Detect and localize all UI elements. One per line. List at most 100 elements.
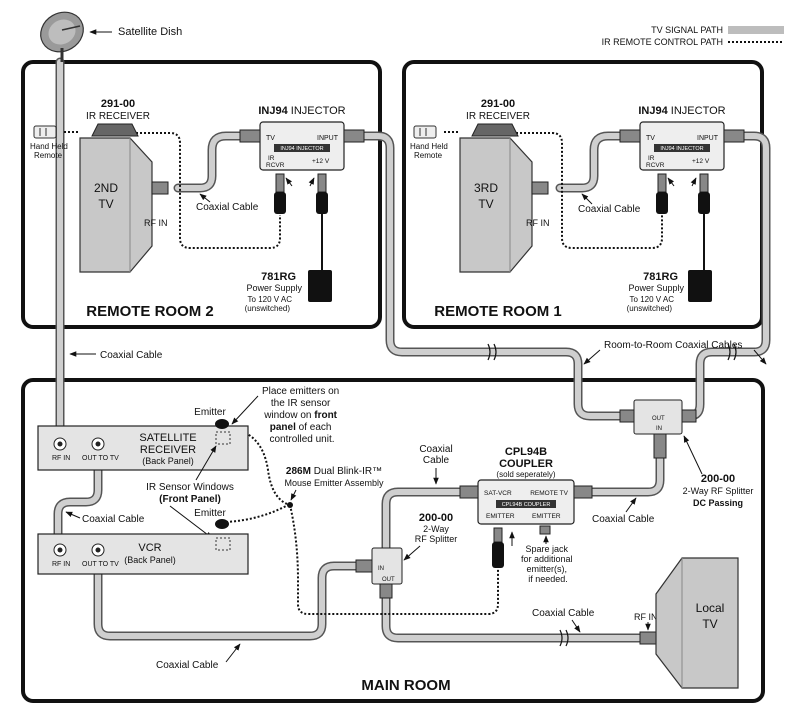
splitter-line2: RF Splitter bbox=[415, 534, 458, 544]
vcr-out-to-tv-label: OUT TO TV bbox=[82, 561, 119, 568]
spare-jack-note: Spare jack for additional emitter(s), if… bbox=[521, 544, 575, 584]
sat-receiver-line3: (Back Panel) bbox=[142, 456, 194, 466]
coax-bottom-right-label: Coaxial Cable bbox=[532, 608, 595, 619]
cable-break-marks bbox=[487, 343, 737, 647]
rr1-psu-note1: To 120 V AC bbox=[630, 295, 675, 304]
ir-path-emitter-bottom bbox=[225, 504, 289, 523]
rr1-injector-input: INPUT bbox=[697, 135, 719, 142]
room-to-room-label: Room-to-Room Coaxial Cables bbox=[604, 340, 742, 351]
ir-path-mouse-to-coupler bbox=[289, 504, 499, 615]
emitter-top-label: Emitter bbox=[194, 407, 226, 418]
right-splitter-in-label: IN bbox=[656, 426, 662, 432]
coupler-name: COUPLER bbox=[499, 458, 553, 470]
right-splitter-out-label: OUT bbox=[652, 416, 665, 422]
local-tv-rf-in-label: RF IN bbox=[634, 612, 658, 622]
rr1-injector-name: INJECTOR bbox=[671, 105, 726, 117]
sat-rf-in-label: RF IN bbox=[52, 455, 70, 462]
coupler-emitter1: EMITTER bbox=[486, 513, 515, 520]
sat-receiver-line1: SATELLITE bbox=[139, 432, 196, 444]
rr2-psu-note2: (unswitched) bbox=[245, 304, 291, 313]
mouse-emitter-junction bbox=[287, 502, 293, 508]
legend-ir-label: IR REMOTE CONTROL PATH bbox=[602, 37, 723, 47]
dish-coaxial-cable-label: Coaxial Cable bbox=[100, 350, 163, 361]
coax-bottom-left-label: Coaxial Cable bbox=[156, 660, 219, 671]
rr2-injector-ir: IR bbox=[268, 155, 275, 162]
legend-tv-signal-label: TV SIGNAL PATH bbox=[651, 25, 723, 35]
rr1-ir-receiver-icon bbox=[471, 123, 519, 137]
rr2-injector-12v: +12 V bbox=[312, 158, 330, 165]
rr2-ir-receiver-name: IR RECEIVER bbox=[86, 111, 150, 122]
rr2-rf-in-connector bbox=[151, 181, 169, 195]
main-room: Place emitters on the IR sensor window o… bbox=[37, 386, 753, 694]
rr1-injector-ir: IR bbox=[648, 155, 655, 162]
coupler-emitter-plug bbox=[492, 542, 504, 568]
splitter-out-label: OUT bbox=[382, 577, 395, 583]
rr1-psu-name: Power Supply bbox=[628, 283, 684, 293]
right-splitter-line2: DC Passing bbox=[693, 498, 743, 508]
rr1-rf-in-label: RF IN bbox=[526, 218, 550, 228]
rr2-power-supply-icon bbox=[308, 270, 332, 302]
rr2-injector-tv: TV bbox=[266, 135, 275, 142]
rr2-hand-held-label: Hand Held bbox=[30, 142, 68, 151]
rr1-psu-part: 781RG bbox=[643, 271, 678, 283]
satellite-dish-label: Satellite Dish bbox=[118, 26, 182, 38]
rr2-psu-part: 781RG bbox=[261, 271, 296, 283]
ir-path-remote-room-2 bbox=[136, 132, 281, 249]
sat-out-to-tv-label: OUT TO TV bbox=[82, 455, 119, 462]
rr2-injector-rcvr: RCVR bbox=[266, 162, 285, 169]
satellite-dish-icon bbox=[40, 11, 84, 62]
remote-room-2: Hand Held Remote 291-00 IR RECEIVER 2ND … bbox=[30, 98, 365, 320]
splitter-part: 200-00 bbox=[419, 512, 453, 524]
rr1-ir-receiver-name: IR RECEIVER bbox=[466, 111, 530, 122]
rr2-remote-label: Remote bbox=[34, 151, 63, 160]
rr2-rf-in-label: RF IN bbox=[144, 218, 168, 228]
rr2-injector-label: INJ94 INJECTOR bbox=[258, 105, 345, 117]
local-tv-line1: Local bbox=[696, 601, 725, 615]
rr1-injector-12v: +12 V bbox=[692, 158, 710, 165]
coax-mid-label: Coaxial Cable bbox=[592, 514, 655, 525]
rr2-coaxial-cable-label: Coaxial Cable bbox=[196, 202, 259, 213]
ir-sensor-windows-label: IR Sensor Windows bbox=[146, 482, 234, 493]
vcr-rf-in-label: RF IN bbox=[52, 561, 70, 568]
coax-label-line1: Coaxial bbox=[419, 444, 452, 455]
rr2-tv-line1: 2ND bbox=[94, 181, 118, 195]
remote-room-2-border bbox=[21, 60, 382, 329]
rr2-psu-note1: To 120 V AC bbox=[248, 295, 293, 304]
coax-label-line2: Cable bbox=[423, 455, 450, 466]
rr2-hand-held-remote-icon bbox=[33, 125, 57, 139]
rr1-injector-label: INJ94 INJECTOR bbox=[638, 105, 725, 117]
rr2-psu-name: Power Supply bbox=[246, 283, 302, 293]
rr1-ir-receiver-part: 291-00 bbox=[481, 98, 515, 110]
rr1-tv-icon bbox=[459, 137, 533, 273]
rr1-injector-part: INJ94 bbox=[638, 105, 668, 117]
legend-tv-signal-swatch bbox=[728, 26, 784, 34]
splitter-in-label: IN bbox=[378, 566, 384, 572]
coupler-emitter2: EMITTER bbox=[532, 513, 561, 520]
remote-room-1-title: REMOTE ROOM 1 bbox=[434, 303, 562, 320]
remote-room-2-title: REMOTE ROOM 2 bbox=[86, 303, 214, 320]
vcr-line1: VCR bbox=[138, 542, 161, 554]
rr1-coaxial-cable-label: Coaxial Cable bbox=[578, 204, 641, 215]
mouse-emitter-label2: Mouse Emitter Assembly bbox=[284, 478, 384, 488]
coupler-sat-vcr: SAT-VCR bbox=[484, 490, 512, 497]
rr1-hand-held-remote-icon bbox=[413, 125, 437, 139]
main-room-border bbox=[21, 378, 765, 703]
coupler-badge: CPL94B COUPLER bbox=[502, 502, 551, 508]
coaxial-cable-left-label: Coaxial Cable bbox=[82, 514, 145, 525]
vcr-box bbox=[37, 533, 249, 575]
rr1-tv-line2: TV bbox=[478, 197, 493, 211]
front-panel-label: (Front Panel) bbox=[159, 494, 221, 505]
rr1-rf-in-connector bbox=[531, 181, 549, 195]
rr2-injector-input: INPUT bbox=[317, 135, 339, 142]
coax-cables bbox=[53, 57, 771, 643]
emitter-bottom-icon bbox=[215, 519, 229, 529]
emitter-top-icon bbox=[215, 419, 229, 429]
vcr-line2: (Back Panel) bbox=[124, 555, 176, 565]
coupler-spare-jack bbox=[539, 525, 551, 535]
rr1-injector-rcvr: RCVR bbox=[646, 162, 665, 169]
rr1-psu-note2: (unswitched) bbox=[627, 304, 673, 313]
main-room-title: MAIN ROOM bbox=[361, 677, 450, 694]
emitter-bottom-label: Emitter bbox=[194, 508, 226, 519]
